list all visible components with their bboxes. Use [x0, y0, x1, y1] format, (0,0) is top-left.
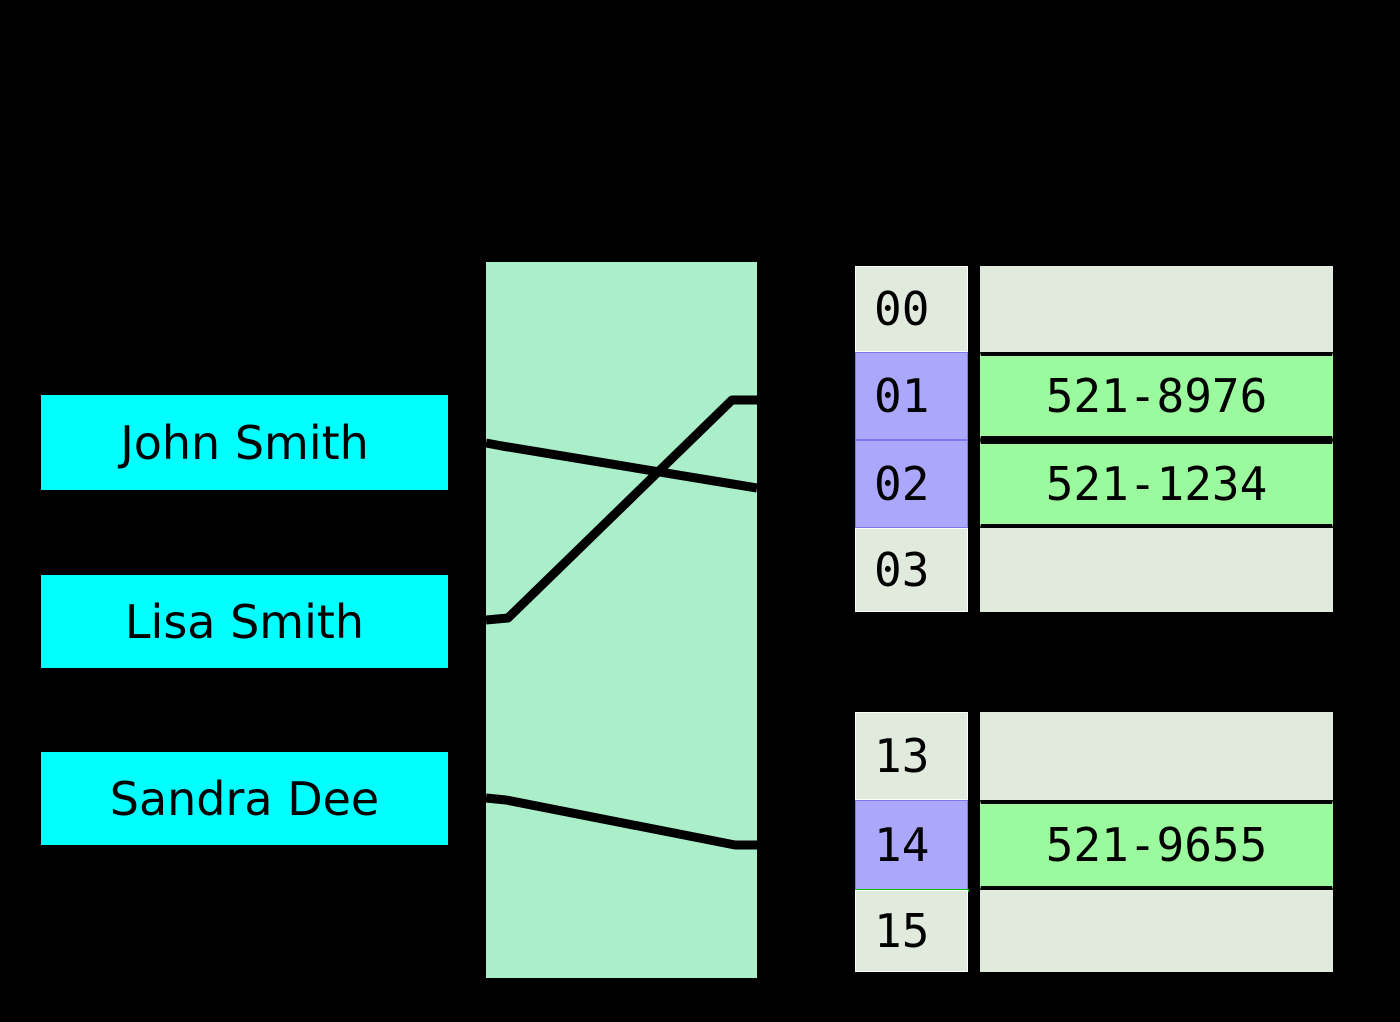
column-gap	[968, 266, 980, 352]
table-row[interactable]: 02 521-1234	[855, 440, 1333, 528]
value-label: 521-9655	[1045, 818, 1268, 872]
index-label: 14	[874, 818, 930, 872]
index-cell-00[interactable]: 00	[855, 266, 968, 352]
key-label: Lisa Smith	[124, 594, 365, 649]
hash-function-box	[486, 262, 757, 978]
key-box-lisa-smith[interactable]: Lisa Smith	[41, 575, 448, 668]
column-gap	[968, 352, 980, 440]
index-cell-13[interactable]: 13	[855, 712, 968, 800]
table-row[interactable]: 15	[855, 890, 1333, 972]
index-cell-02[interactable]: 02	[855, 440, 968, 528]
index-label: 13	[874, 729, 930, 783]
value-label: 521-8976	[1045, 369, 1268, 423]
index-cell-15[interactable]: 15	[855, 890, 968, 972]
index-label: 03	[874, 543, 930, 597]
value-cell-03[interactable]	[980, 528, 1333, 612]
hash-table-upper: 00 01 521-8976 02 521-1234	[855, 266, 1333, 612]
value-cell-01[interactable]: 521-8976	[980, 352, 1333, 440]
column-gap	[968, 712, 980, 800]
column-gap	[968, 890, 980, 972]
hash-table-lower: 13 14 521-9655 15	[855, 712, 1333, 972]
index-label: 15	[874, 904, 930, 958]
column-gap	[968, 800, 980, 890]
value-label: 521-1234	[1045, 457, 1268, 511]
key-label: Sandra Dee	[109, 771, 380, 826]
column-gap	[968, 528, 980, 612]
value-cell-02[interactable]: 521-1234	[980, 440, 1333, 528]
value-cell-14[interactable]: 521-9655	[980, 800, 1333, 890]
table-row[interactable]: 01 521-8976	[855, 352, 1333, 440]
table-row[interactable]: 00	[855, 266, 1333, 352]
index-label: 01	[874, 369, 930, 423]
key-box-sandra-dee[interactable]: Sandra Dee	[41, 752, 448, 845]
key-label: John Smith	[120, 415, 369, 470]
index-cell-03[interactable]: 03	[855, 528, 968, 612]
index-cell-01[interactable]: 01	[855, 352, 968, 440]
key-box-john-smith[interactable]: John Smith	[41, 395, 448, 490]
table-row[interactable]: 03	[855, 528, 1333, 612]
value-cell-00[interactable]	[980, 266, 1333, 352]
index-label: 02	[874, 457, 930, 511]
table-row[interactable]: 13	[855, 712, 1333, 800]
table-row[interactable]: 14 521-9655	[855, 800, 1333, 892]
column-gap	[968, 440, 980, 528]
index-cell-14[interactable]: 14	[855, 800, 969, 892]
value-cell-15[interactable]	[980, 890, 1333, 972]
index-label: 00	[874, 282, 930, 336]
value-cell-13[interactable]	[980, 712, 1333, 800]
